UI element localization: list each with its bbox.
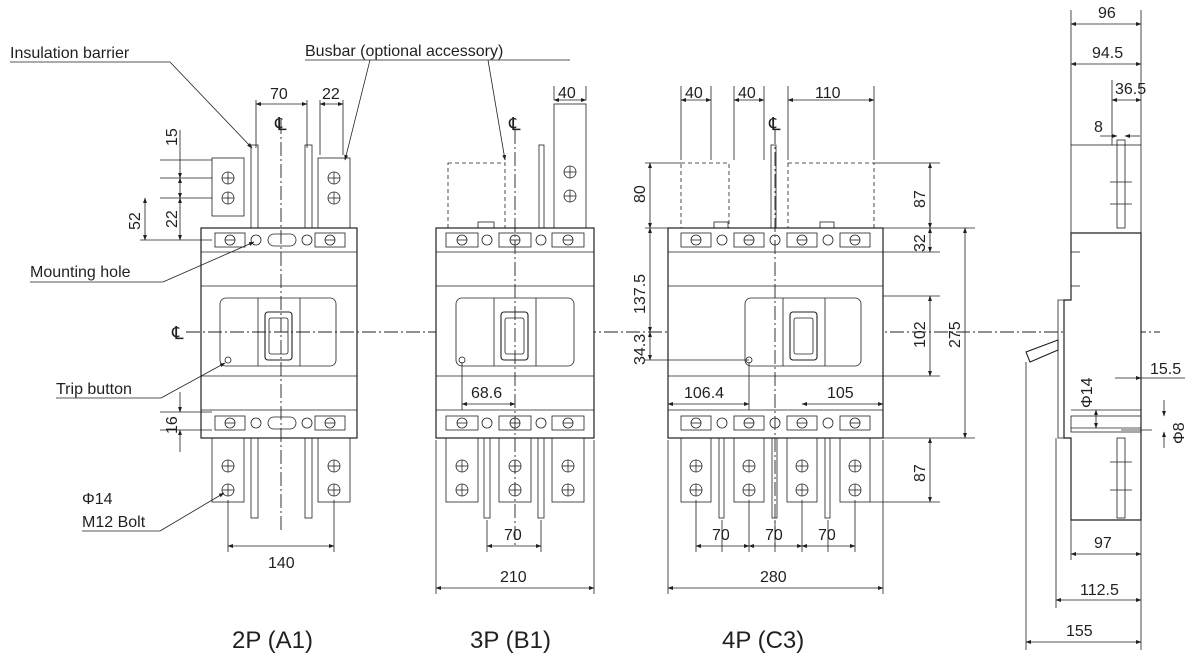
dim-15: 15 <box>164 128 181 146</box>
dim-87-bottom: 87 <box>912 464 929 482</box>
dimension-values: 70 22 15 52 22 16 140 40 68.6 70 210 40 … <box>127 5 1188 640</box>
view-4p <box>645 86 975 594</box>
label-bolt-diameter: Φ14 <box>82 491 113 508</box>
side-body <box>1063 232 1142 521</box>
dim-96: 96 <box>1098 5 1116 22</box>
dim-280: 280 <box>760 569 787 586</box>
dim-diameter-14-side: Φ14 <box>1079 377 1096 408</box>
dim-70a-4p: 70 <box>712 527 730 544</box>
dim-16: 16 <box>164 416 181 434</box>
label-mounting-hole: Mounting hole <box>30 264 131 281</box>
side-busbar-top <box>1070 144 1142 234</box>
title-4p: 4P (C3) <box>722 627 804 654</box>
dim-80: 80 <box>632 185 649 203</box>
dim-155: 155 <box>1066 623 1093 640</box>
dim-8-top: 8 <box>1094 119 1103 136</box>
dim-210: 210 <box>500 569 527 586</box>
dim-15-5: 15.5 <box>1150 361 1181 378</box>
dim-34-3: 34.3 <box>632 334 649 365</box>
dim-32: 32 <box>912 234 929 252</box>
mounting-hole-top-left <box>250 234 262 246</box>
dim-102: 102 <box>912 321 929 348</box>
dim-97: 97 <box>1094 535 1112 552</box>
mounting-slot-top <box>267 233 297 247</box>
trip-button-2p <box>224 356 232 364</box>
dim-70b-4p: 70 <box>765 527 783 544</box>
dim-70-3p: 70 <box>504 527 522 544</box>
handle-4p <box>789 311 818 361</box>
dim-40a-4p: 40 <box>685 85 703 102</box>
dim-137-5: 137.5 <box>632 274 649 314</box>
handle-2p <box>264 311 293 361</box>
dim-106-4: 106.4 <box>684 385 724 402</box>
label-trip-button: Trip button <box>56 381 132 398</box>
view-titles: 2P (A1) 3P (B1) 4P (C3) <box>232 627 804 654</box>
insulation-barrier-2p-left <box>250 144 259 234</box>
centerline-symbol-3p: ℄ <box>508 114 521 134</box>
dim-52: 52 <box>127 212 144 230</box>
busbar-outline-3p-left <box>447 162 506 234</box>
breaker-body-2p <box>200 227 358 439</box>
dim-105: 105 <box>827 385 854 402</box>
label-insulation-barrier: Insulation barrier <box>10 45 130 62</box>
dim-diameter-8-side: Φ8 <box>1171 422 1188 444</box>
leader-lines <box>10 59 570 532</box>
centerline-symbol-4p: ℄ <box>768 114 781 134</box>
dim-40-3p: 40 <box>558 85 576 102</box>
dim-275: 275 <box>947 321 964 348</box>
handle-window-4p <box>744 297 862 367</box>
dim-68-6: 68.6 <box>471 385 502 402</box>
dim-70-top: 70 <box>270 86 288 103</box>
breaker-body-4p <box>667 227 884 439</box>
view-side <box>1025 10 1185 650</box>
title-2p: 2P (A1) <box>232 627 313 654</box>
dim-36-5: 36.5 <box>1115 81 1146 98</box>
dim-87-top: 87 <box>912 190 929 208</box>
dim-22-top: 22 <box>322 86 340 103</box>
label-bolt: M12 Bolt <box>82 514 146 531</box>
centerline-symbol-horizontal: ℄ <box>171 323 184 343</box>
view-3p <box>435 86 595 594</box>
dim-110: 110 <box>815 85 841 102</box>
label-busbar: Busbar (optional accessory) <box>305 43 503 60</box>
insulation-barrier-2p-right <box>304 144 313 234</box>
centerline-symbol-2p: ℄ <box>274 114 287 134</box>
dim-112-5: 112.5 <box>1080 582 1119 599</box>
dim-40b-4p: 40 <box>738 85 756 102</box>
dim-140: 140 <box>268 555 295 572</box>
view-2p <box>140 100 1160 552</box>
title-3p: 3P (B1) <box>470 627 551 654</box>
callout-labels: Insulation barrier Busbar (optional acce… <box>10 43 781 531</box>
dim-94-5: 94.5 <box>1092 45 1123 62</box>
side-handle <box>1025 339 1059 363</box>
dim-70c-4p: 70 <box>818 527 836 544</box>
dim-22-left: 22 <box>164 210 181 228</box>
handle-3p <box>500 311 529 361</box>
terminal-plate-top-left <box>211 157 245 217</box>
